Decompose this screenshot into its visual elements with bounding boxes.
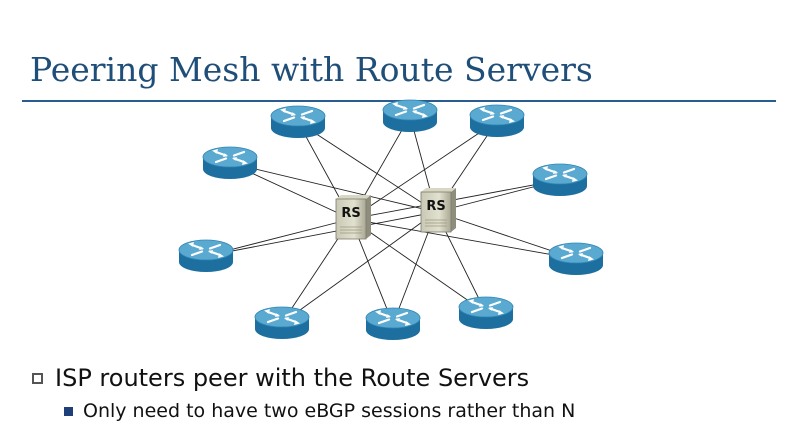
route-server-icon: RS	[335, 195, 371, 240]
router-group	[177, 98, 605, 342]
peering-link	[350, 218, 577, 260]
bullet-text: ISP routers peer with the Route Servers	[55, 364, 530, 392]
router-icon	[381, 98, 439, 134]
router-icon	[468, 103, 526, 139]
peering-link	[297, 121, 437, 213]
router-icon	[201, 145, 259, 181]
router-icon	[364, 306, 422, 342]
bullet-text: Only need to have two eBGP sessions rath…	[83, 400, 576, 422]
router-icon	[269, 104, 327, 140]
router-icon	[457, 295, 515, 331]
route-server-icon: RS	[420, 188, 456, 233]
router-icon	[177, 238, 235, 274]
bullet-level2: Only need to have two eBGP sessions rath…	[64, 400, 575, 422]
router-icon	[253, 305, 311, 341]
router-icon	[547, 241, 605, 277]
route-server-label: RS	[341, 206, 360, 221]
peering-link	[205, 211, 437, 257]
filled-square-bullet-icon	[64, 406, 73, 416]
peering-link	[350, 120, 498, 220]
peering-link	[281, 211, 437, 324]
router-icon	[531, 162, 589, 198]
slide-title: Peering Mesh with Route Servers	[30, 50, 593, 89]
route-server-group: RS RS	[335, 188, 456, 240]
route-server-label: RS	[426, 199, 445, 214]
hollow-square-bullet-icon	[32, 372, 43, 384]
peering-link	[350, 218, 487, 314]
peering-links	[205, 115, 577, 325]
bullet-level1: ISP routers peer with the Route Servers	[32, 364, 529, 392]
peering-link	[229, 162, 437, 213]
